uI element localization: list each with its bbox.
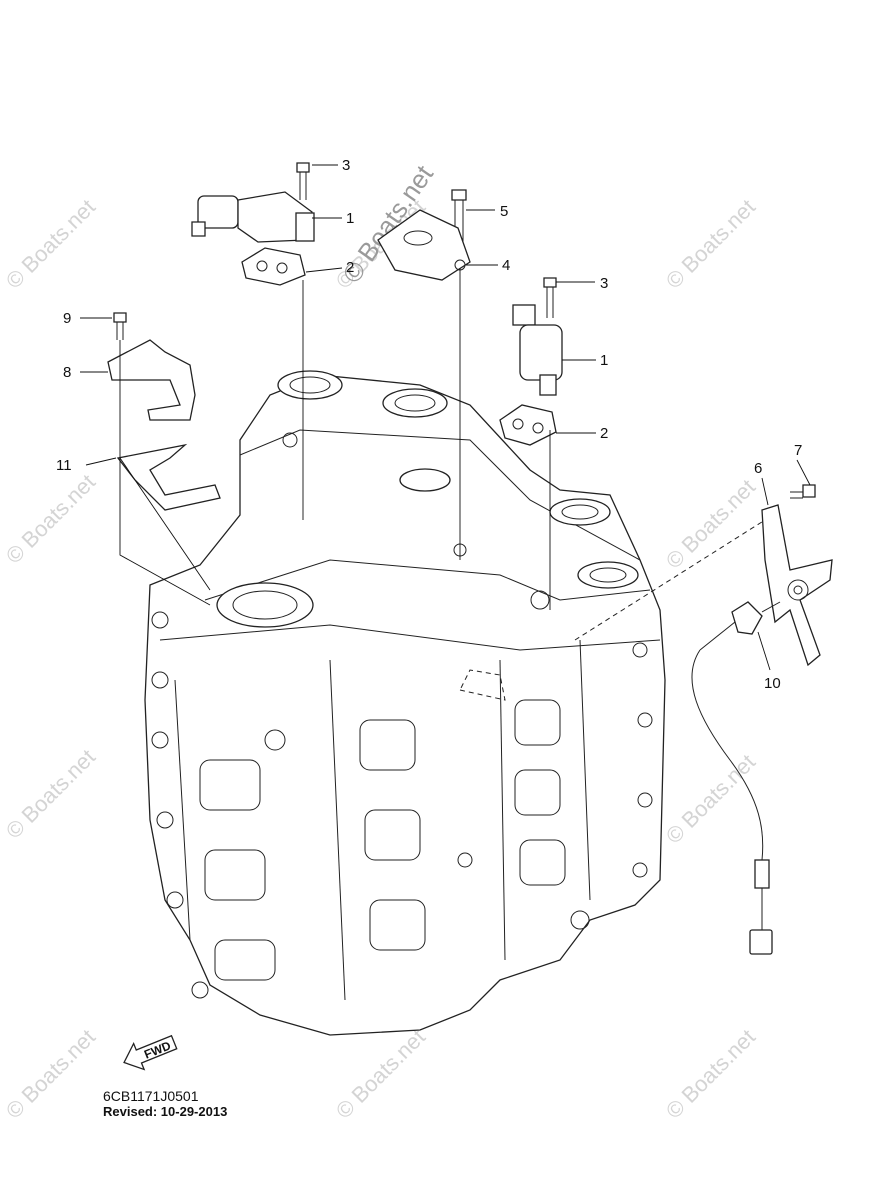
callout-3: 3 [600,275,608,292]
revision-date: Revised: 10-29-2013 [103,1104,228,1119]
callout-1: 1 [346,210,354,227]
oil-control-valve-left [191,191,315,243]
callout-11: 11 [56,457,72,474]
callout-labels: 3 1 5 4 3 1 2 2 9 8 11 7 6 10 [56,157,802,692]
bracket-6 [761,504,833,667]
callout-2: 2 [346,259,354,276]
fwd-label: FWD [142,1038,173,1061]
callout-4: 4 [502,257,510,274]
watermark: © Boats.net [1,744,100,843]
callout-7: 7 [794,442,802,459]
bolt-9 [113,312,127,340]
callout-8: 8 [63,364,71,381]
gasket-left [241,247,306,286]
watermark: © Boats.net [661,1024,760,1123]
cylinder-block [144,370,666,1036]
callout-5: 5 [500,203,508,220]
watermark: © Boats.net [1,194,100,293]
alignment-lines [119,268,766,641]
bracket-8 [107,339,196,421]
callout-10: 10 [764,675,781,692]
callout-lines [80,164,811,671]
fwd-arrow-icon: FWD [123,1034,178,1071]
watermark: © Boats.net [1,469,100,568]
bolt-3-right [543,277,557,318]
callout-3: 3 [342,157,350,174]
gasket-right [499,404,557,446]
callout-9: 9 [63,310,71,327]
watermark: © Boats.net [661,194,760,293]
callout-6: 6 [754,460,762,477]
oil-control-valve-right [512,304,563,396]
bolt-7 [790,484,816,499]
watermark: © Boats.net [331,1024,430,1123]
cover-4 [377,209,471,281]
part-code: 6CB1171J0501 [103,1088,199,1104]
callout-2: 2 [600,425,608,442]
watermark: © Boats.net [661,749,760,848]
bolt-3-left [296,162,310,200]
bracket-11 [116,443,221,511]
watermark: © Boats.net [661,474,760,573]
knock-sensor-10 [691,601,781,955]
watermark: © Boats.net [1,1024,100,1123]
callout-1: 1 [600,352,608,369]
